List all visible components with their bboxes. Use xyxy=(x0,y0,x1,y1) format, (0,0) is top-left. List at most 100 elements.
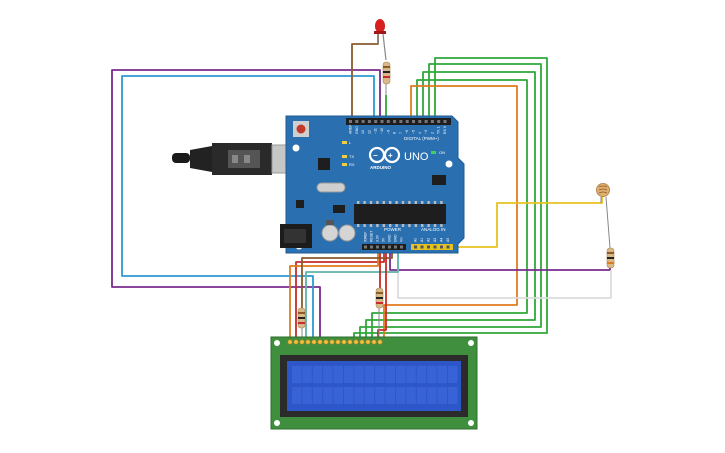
digital-pin-label: 7 xyxy=(399,132,403,134)
digital-pin[interactable] xyxy=(393,120,397,123)
power-pin[interactable] xyxy=(364,245,367,249)
analog-pin-label: A4 xyxy=(440,238,444,242)
digital-pin[interactable] xyxy=(412,120,415,123)
wire-red-lcd[interactable] xyxy=(377,250,387,340)
lcd-mount-hole xyxy=(468,420,474,426)
chip-leg xyxy=(408,201,411,204)
chip-leg xyxy=(395,224,398,227)
digital-pin[interactable] xyxy=(399,120,403,123)
led[interactable] xyxy=(374,19,387,61)
wire-green-4[interactable] xyxy=(353,57,548,340)
analog-pin[interactable] xyxy=(414,245,417,249)
digital-pin-label: ~5 xyxy=(412,130,416,134)
analog-header[interactable] xyxy=(411,244,453,250)
digital-pin-label: GND xyxy=(355,126,359,134)
wire-blue-left[interactable] xyxy=(121,75,375,340)
power-pin[interactable] xyxy=(370,245,373,249)
lcd-char-cell xyxy=(333,366,343,383)
digital-pin[interactable] xyxy=(418,120,422,123)
digital-pin[interactable] xyxy=(386,120,390,123)
digital-pin[interactable] xyxy=(380,120,384,123)
chip-leg xyxy=(421,201,424,204)
lcd-backlight-resistor[interactable] xyxy=(297,307,306,340)
analog-pin[interactable] xyxy=(446,245,450,249)
reset-button[interactable] xyxy=(293,121,309,137)
lcd-pin[interactable] xyxy=(305,339,311,345)
lcd-char-cell xyxy=(437,366,447,383)
chip-leg xyxy=(363,201,366,204)
power-jack[interactable] xyxy=(280,224,312,248)
chip-leg xyxy=(363,224,366,227)
power-pin[interactable] xyxy=(400,245,403,249)
led-resistor[interactable] xyxy=(382,61,391,95)
digital-pin[interactable] xyxy=(424,120,428,123)
lcd-mount-hole xyxy=(274,420,280,426)
lcd-pin[interactable] xyxy=(323,339,329,345)
digital-pin[interactable] xyxy=(443,120,447,123)
lcd-16x2[interactable] xyxy=(270,336,478,430)
mount-hole xyxy=(445,160,453,168)
lcd-pin[interactable] xyxy=(341,339,347,345)
lcd-pin[interactable] xyxy=(335,339,341,345)
wire-green-3[interactable] xyxy=(359,63,542,340)
power-pin[interactable] xyxy=(388,245,391,249)
lcd-char-cell xyxy=(427,366,437,383)
digital-pin[interactable] xyxy=(405,120,409,123)
l-led xyxy=(342,141,347,144)
digital-pin-label: ~10 xyxy=(380,128,384,134)
wire-yellow-analog[interactable] xyxy=(412,195,603,248)
power-header[interactable] xyxy=(362,244,406,250)
digital-pin[interactable] xyxy=(349,120,352,123)
l-label: L xyxy=(349,140,352,145)
digital-pin-label: ~6 xyxy=(405,130,409,134)
lcd-pin[interactable] xyxy=(299,339,305,345)
analog-pin[interactable] xyxy=(433,245,437,249)
digital-header[interactable] xyxy=(346,118,451,125)
wire-green-2[interactable] xyxy=(365,71,536,340)
lcd-pin[interactable] xyxy=(347,339,353,345)
chip-leg xyxy=(408,224,411,227)
digital-pin[interactable] xyxy=(361,120,365,123)
chip-leg xyxy=(376,224,379,227)
lcd-pin[interactable] xyxy=(365,339,371,345)
digital-pin[interactable] xyxy=(355,120,359,123)
digital-pin-label: 4 xyxy=(418,132,422,134)
lcd-pin[interactable] xyxy=(287,339,293,345)
digital-pin-label: 12 xyxy=(367,130,371,134)
power-pin[interactable] xyxy=(382,245,385,249)
lcd-pin[interactable] xyxy=(377,339,383,345)
power-pin-label: IOREF xyxy=(364,232,368,242)
lcd-pin[interactable] xyxy=(317,339,323,345)
chip-leg xyxy=(357,201,360,204)
lcd-pin[interactable] xyxy=(311,339,317,345)
analog-pin[interactable] xyxy=(420,245,424,249)
lcd-pin[interactable] xyxy=(329,339,335,345)
digital-pin[interactable] xyxy=(367,120,371,123)
chip-leg xyxy=(433,201,437,204)
wire-teal-gnd[interactable] xyxy=(305,250,399,340)
digital-pin[interactable] xyxy=(430,120,434,123)
digital-pin[interactable] xyxy=(374,120,378,123)
analog-pin[interactable] xyxy=(440,245,443,249)
wire-brown-gnd[interactable] xyxy=(301,250,393,310)
wire-orange-right[interactable] xyxy=(383,85,518,340)
wire-white[interactable] xyxy=(397,250,612,299)
analog-pin[interactable] xyxy=(427,245,430,249)
power-pin-label: GND xyxy=(394,234,398,242)
chip-leg xyxy=(414,224,417,227)
lcd-pin[interactable] xyxy=(359,339,365,345)
digital-pin[interactable] xyxy=(437,120,441,123)
power-pin[interactable] xyxy=(376,245,379,249)
photoresistor-resistor[interactable] xyxy=(606,247,615,269)
lcd-pin[interactable] xyxy=(371,339,377,345)
power-pin[interactable] xyxy=(394,245,397,249)
lcd-mount-hole xyxy=(468,340,474,346)
wire-red-5v[interactable] xyxy=(295,250,385,340)
lcd-pin[interactable] xyxy=(293,339,299,345)
lcd-pin[interactable] xyxy=(353,339,359,345)
photoresistor[interactable] xyxy=(596,183,611,249)
wire-purple-left[interactable] xyxy=(111,69,381,340)
lcd-contrast-resistor[interactable] xyxy=(375,287,384,340)
